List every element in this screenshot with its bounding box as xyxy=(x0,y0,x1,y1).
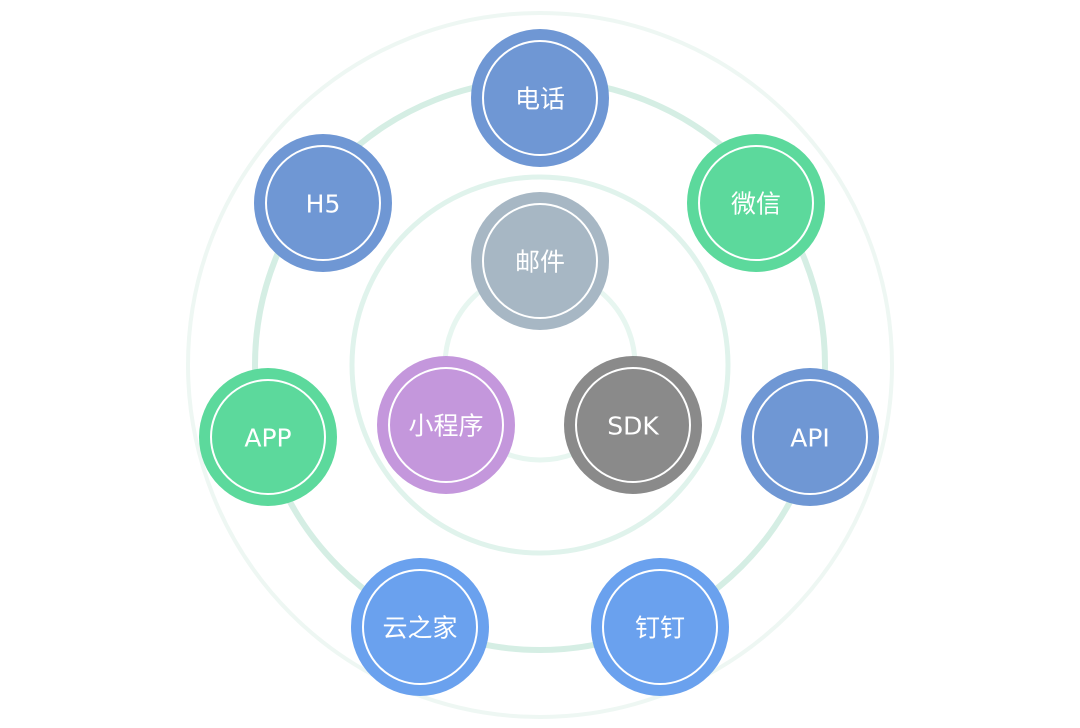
node-sdk-inner-ring xyxy=(575,367,691,483)
node-yunzhijia-circle xyxy=(351,558,489,696)
node-app-label: APP xyxy=(244,424,291,453)
node-phone-circle xyxy=(471,29,609,167)
node-h5-circle xyxy=(254,134,392,272)
node-phone-label: 电话 xyxy=(515,85,565,114)
inner-ring xyxy=(349,174,731,556)
node-sdk: SDK xyxy=(564,356,702,494)
node-yunzhijia-inner-ring xyxy=(362,569,478,685)
node-email-label: 邮件 xyxy=(515,248,565,277)
node-wechat-circle xyxy=(687,134,825,272)
node-app-circle xyxy=(199,368,337,506)
node-miniprogram-circle xyxy=(377,356,515,494)
node-miniprogram: 小程序 xyxy=(377,356,515,494)
node-sdk-label: SDK xyxy=(607,412,659,441)
node-h5-inner-ring xyxy=(265,145,381,261)
node-dingtalk-inner-ring xyxy=(602,569,718,685)
node-app: APP xyxy=(199,368,337,506)
node-dingtalk-label: 钉钉 xyxy=(635,614,685,643)
node-phone: 电话 xyxy=(471,29,609,167)
node-dingtalk: 钉钉 xyxy=(591,558,729,696)
node-email-circle xyxy=(471,192,609,330)
node-sdk-circle xyxy=(564,356,702,494)
node-email: 邮件 xyxy=(471,192,609,330)
node-api-label: API xyxy=(790,424,830,453)
node-miniprogram-inner-ring xyxy=(388,367,504,483)
node-h5: H5 xyxy=(254,134,392,272)
node-yunzhijia-label: 云之家 xyxy=(382,614,457,643)
node-dingtalk-circle xyxy=(591,558,729,696)
node-wechat: 微信 xyxy=(687,134,825,272)
node-yunzhijia: 云之家 xyxy=(351,558,489,696)
node-api-circle xyxy=(741,368,879,506)
node-email-inner-ring xyxy=(482,203,598,319)
node-phone-inner-ring xyxy=(482,40,598,156)
node-app-inner-ring xyxy=(210,379,326,495)
node-wechat-inner-ring xyxy=(698,145,814,261)
node-wechat-label: 微信 xyxy=(731,190,781,219)
node-h5-label: H5 xyxy=(306,190,341,219)
node-api: API xyxy=(741,368,879,506)
outer-ring xyxy=(186,11,894,719)
node-miniprogram-label: 小程序 xyxy=(408,412,483,441)
node-api-inner-ring xyxy=(752,379,868,495)
